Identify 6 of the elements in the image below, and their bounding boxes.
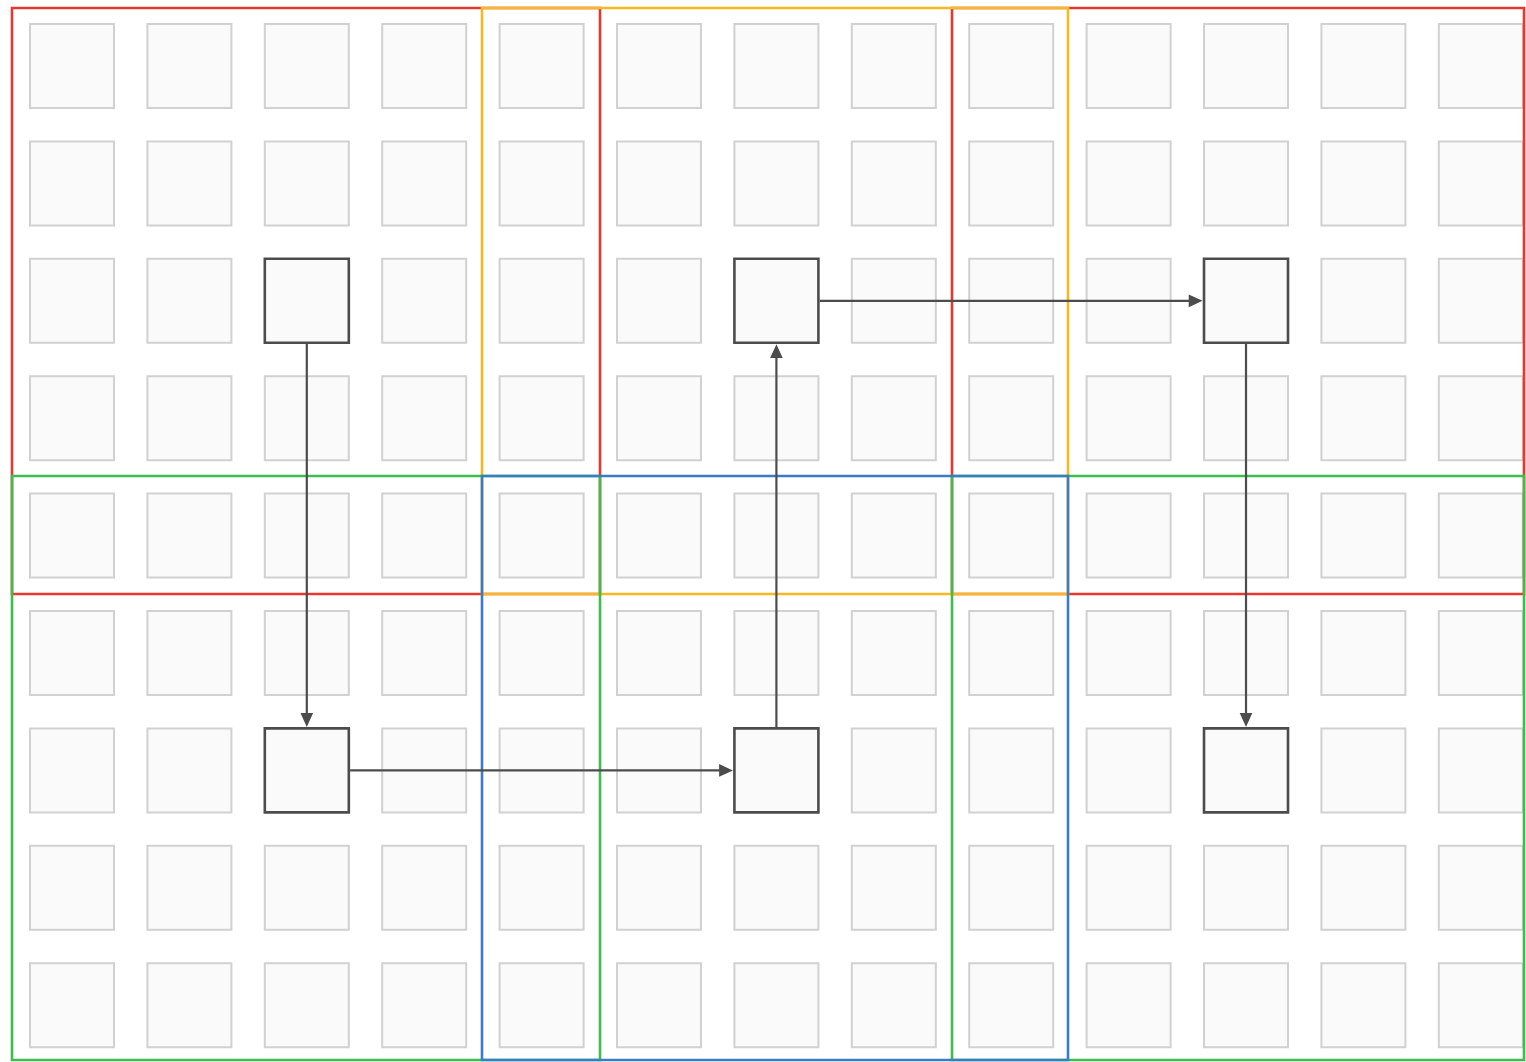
highlighted-square <box>263 727 351 814</box>
highlighted-square <box>263 257 351 345</box>
highlighted-square <box>733 727 820 814</box>
highlighted-square <box>1202 257 1290 345</box>
highlighted-square <box>1202 727 1290 814</box>
highlighted-square <box>733 257 820 345</box>
